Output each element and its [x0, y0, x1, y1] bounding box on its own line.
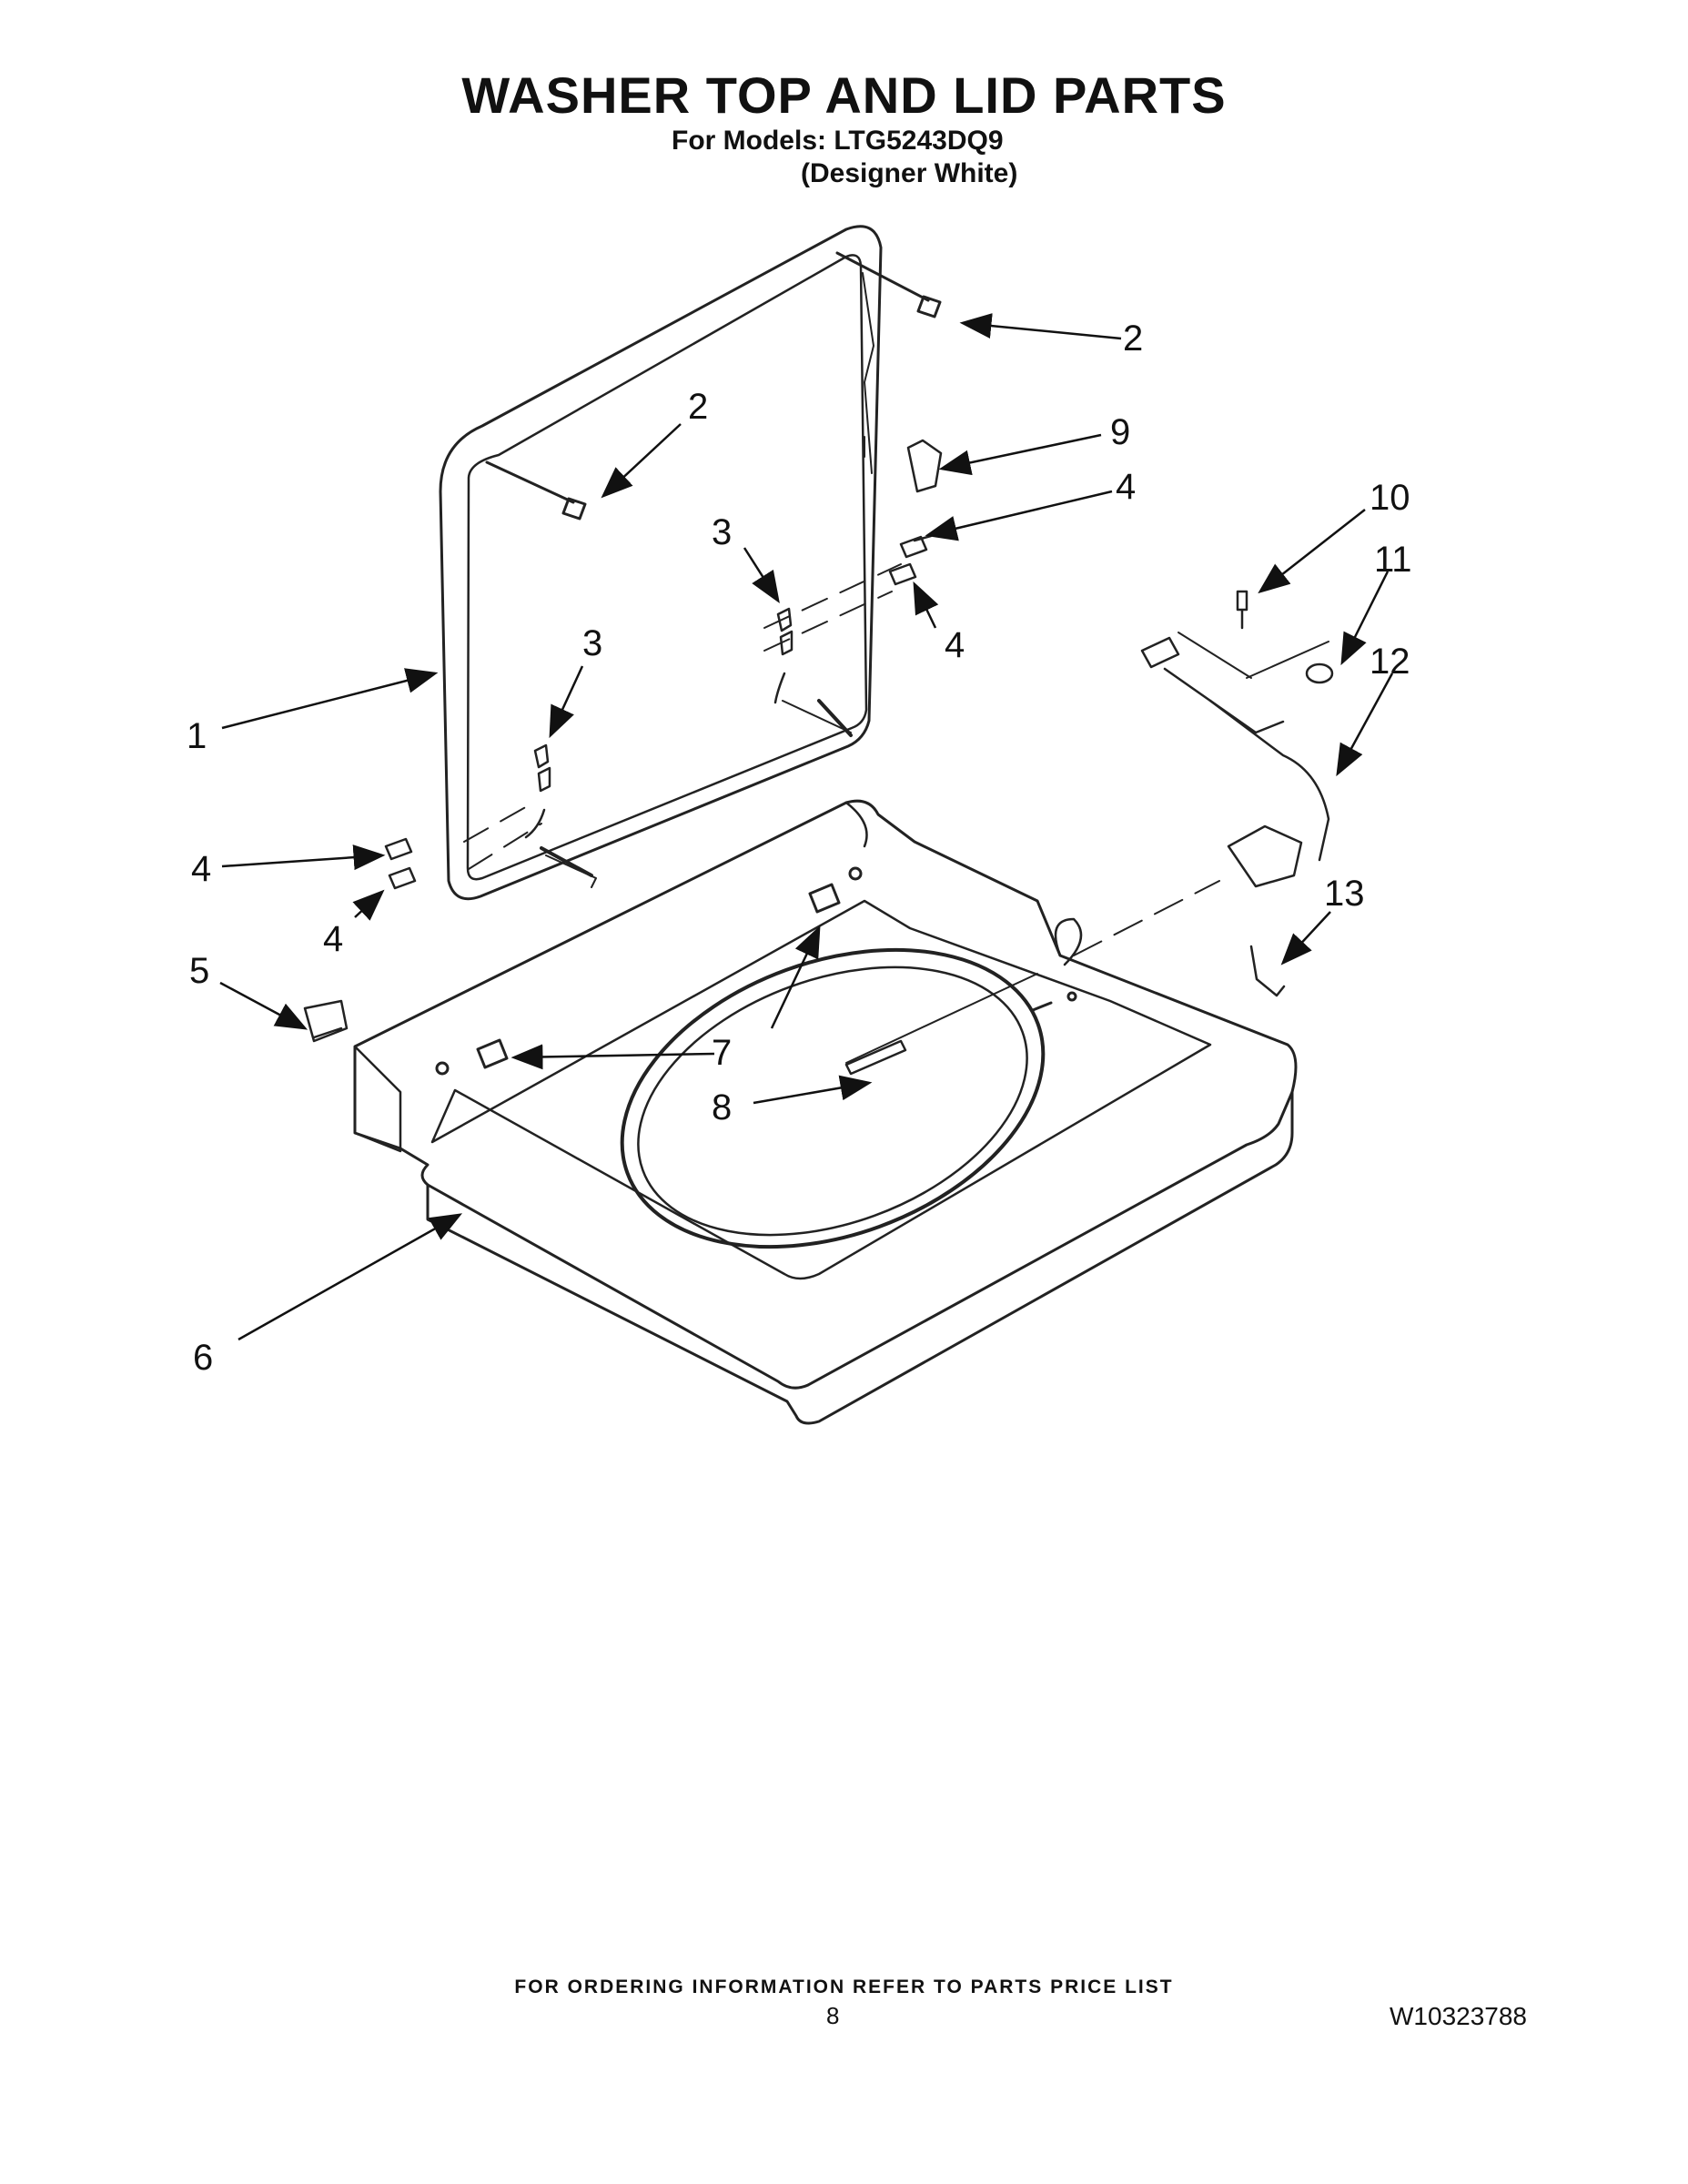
callout-5: 5: [189, 951, 209, 991]
callout-1: 1: [187, 716, 207, 756]
lid: [439, 225, 883, 901]
callout-2-upper-right: 2: [1123, 318, 1143, 359]
callout-6: 6: [193, 1338, 213, 1378]
callout-13: 13: [1324, 874, 1365, 914]
callout-8: 8: [712, 1087, 732, 1127]
page-number: 8: [826, 2002, 840, 2029]
ordering-note: FOR ORDERING INFORMATION REFER TO PARTS …: [514, 1977, 1174, 1997]
callout-3-left: 3: [582, 623, 602, 663]
page-title: WASHER TOP AND LID PARTS: [461, 66, 1227, 124]
callout-7-center: 7: [712, 1033, 732, 1073]
callout-10: 10: [1370, 478, 1410, 518]
callout-11: 11: [1374, 540, 1412, 580]
callout-4-left-lower: 4: [323, 919, 343, 959]
callout-9: 9: [1110, 412, 1130, 452]
callout-labels: 1 2 2 3 3 4 4 4 4 5 6 7 7 8 9 10 11 12 1…: [187, 318, 1412, 1378]
callout-2-left: 2: [688, 387, 708, 427]
callout-4-mid: 4: [945, 625, 965, 665]
document-number: W10323788: [1390, 2002, 1528, 2030]
color-line: (Designer White): [801, 158, 1018, 188]
callout-4-left-upper: 4: [191, 849, 211, 889]
callout-12: 12: [1370, 642, 1410, 682]
callout-4-upper: 4: [1116, 467, 1136, 507]
washer-top: [353, 799, 1298, 1425]
models-line: For Models: LTG5243DQ9: [672, 126, 1004, 156]
callout-3-center: 3: [712, 512, 732, 552]
